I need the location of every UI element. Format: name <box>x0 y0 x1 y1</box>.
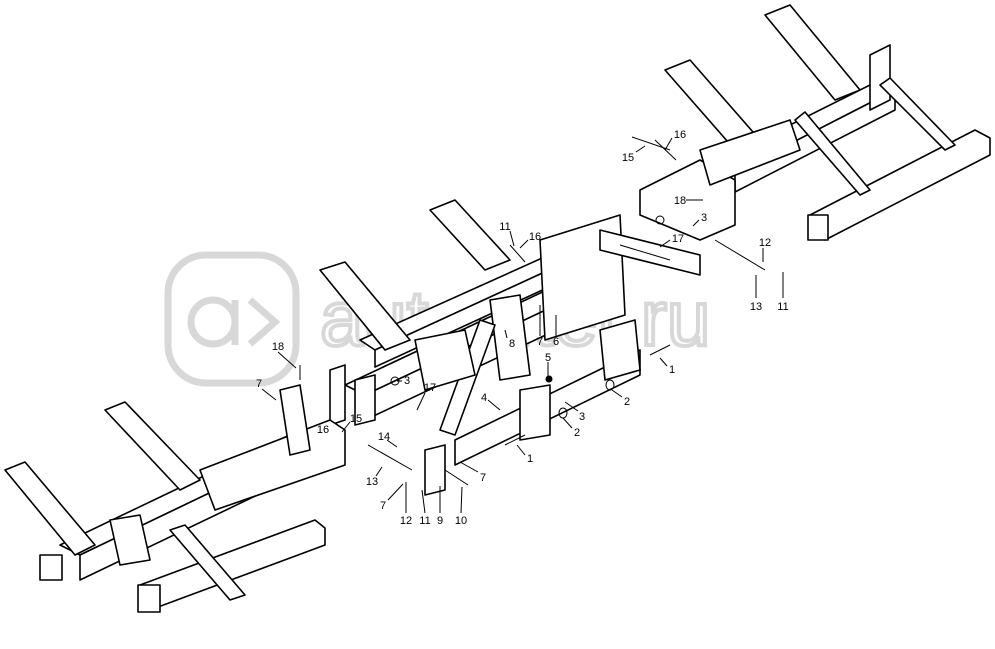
callout-13: 13 <box>366 476 378 488</box>
callout-1: 1 <box>669 364 675 376</box>
callout-16: 16 <box>674 129 686 141</box>
callout-7: 7 <box>256 378 262 390</box>
callout-13: 13 <box>750 301 762 313</box>
callout-6: 6 <box>553 336 559 348</box>
callout-15: 15 <box>622 152 634 164</box>
callout-7: 7 <box>380 500 386 512</box>
callout-16: 16 <box>317 424 329 436</box>
callout-1: 1 <box>527 453 533 465</box>
callout-14: 14 <box>378 431 390 443</box>
callout-7: 7 <box>480 472 486 484</box>
callout-16: 16 <box>529 231 541 243</box>
callout-3: 3 <box>701 212 707 224</box>
callout-11: 11 <box>499 221 510 233</box>
callout-3: 3 <box>579 411 585 423</box>
callout-17: 17 <box>672 233 684 245</box>
callout-10: 10 <box>455 515 467 527</box>
callout-3: 3 <box>404 375 410 387</box>
leader-lines <box>261 137 784 514</box>
right-frame-section <box>639 4 991 241</box>
callout-9: 9 <box>437 515 443 527</box>
callout-12: 12 <box>400 515 412 527</box>
callout-18: 18 <box>272 341 284 353</box>
callout-8: 8 <box>509 338 515 350</box>
callout-7: 7 <box>537 336 543 348</box>
callout-18: 18 <box>674 195 686 207</box>
callout-11: 11 <box>777 301 788 313</box>
callout-15: 15 <box>350 413 362 425</box>
callout-12: 12 <box>759 237 771 249</box>
callout-5: 5 <box>545 352 551 364</box>
callout-labels: 16 15 18 3 11 16 17 12 13 11 18 7 3 17 1… <box>256 129 789 527</box>
callout-11: 11 <box>419 515 430 527</box>
left-frame-section <box>4 384 346 613</box>
callout-17: 17 <box>424 382 436 394</box>
callout-2: 2 <box>574 427 580 439</box>
center-frame-section <box>319 199 701 496</box>
callout-2: 2 <box>624 396 630 408</box>
callout-4: 4 <box>481 392 487 404</box>
